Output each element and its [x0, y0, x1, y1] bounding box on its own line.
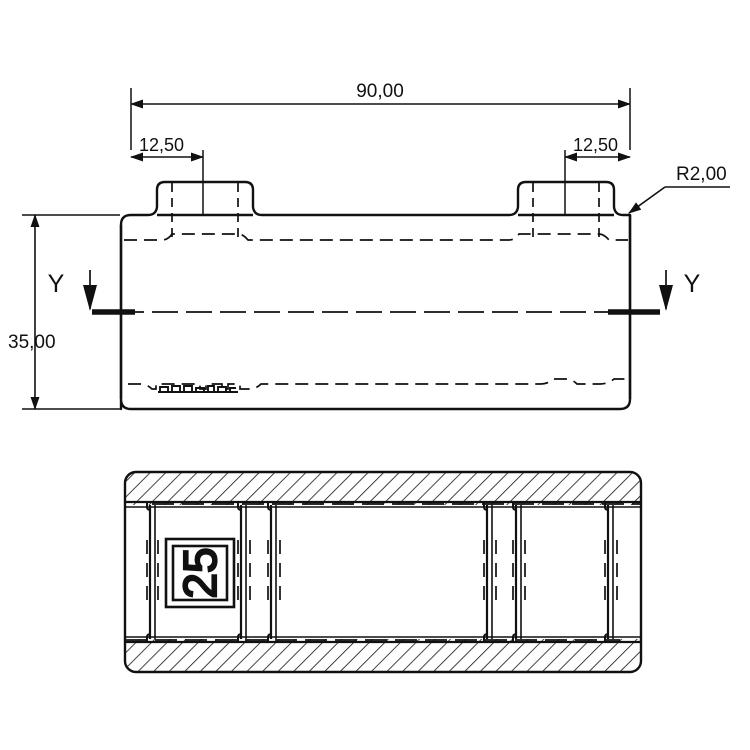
dimension-label-overall-height: 35,00: [8, 332, 56, 353]
dimension-overall-length: 90,00: [130, 81, 631, 150]
dimension-label-left-offset: 12,50: [139, 135, 184, 155]
section-outline: [123, 470, 643, 674]
section-marker-left: Y: [48, 270, 97, 311]
front-elevation-view: [92, 180, 660, 411]
stamp-label-25: 25: [174, 547, 226, 598]
section-label-right: Y: [684, 270, 701, 298]
dimension-right-offset: 12,50: [564, 135, 631, 215]
stamp-frame-inner: [171, 544, 229, 602]
lower-hidden-profile-line: [128, 378, 627, 390]
leader-line-r2: [628, 186, 666, 214]
section-rib-left: [146, 502, 159, 642]
section-rib-right-center: [483, 502, 526, 642]
section-arrow-head-left: [83, 285, 97, 311]
dimension-label-overall-length: 90,00: [356, 81, 404, 102]
radius-callout: R2,00: [628, 164, 730, 214]
dimension-left-offset: 12,50: [130, 135, 204, 215]
section-view-y-y: 25: [123, 470, 643, 674]
section-hatch-bottom-band: [125, 639, 641, 672]
emboss-stamp-25: 25: [164, 537, 236, 609]
hidden-emboss-detail: [158, 385, 238, 393]
section-rib-left-center: [237, 502, 281, 642]
section-hatch-top-band: [125, 472, 641, 505]
section-rib-right: [604, 502, 618, 642]
stamp-frame-outer: [164, 537, 236, 609]
front-view-outline: [119, 180, 632, 411]
dimension-overall-height: 35,00: [8, 214, 120, 410]
dimension-label-right-offset: 12,50: [573, 135, 618, 155]
dimension-label-corner-radius: R2,00: [676, 164, 727, 185]
section-arrow-head-right: [659, 285, 673, 311]
section-label-left: Y: [48, 270, 65, 298]
section-marker-right: Y: [659, 270, 701, 311]
upper-hidden-profile-line: [124, 233, 628, 241]
